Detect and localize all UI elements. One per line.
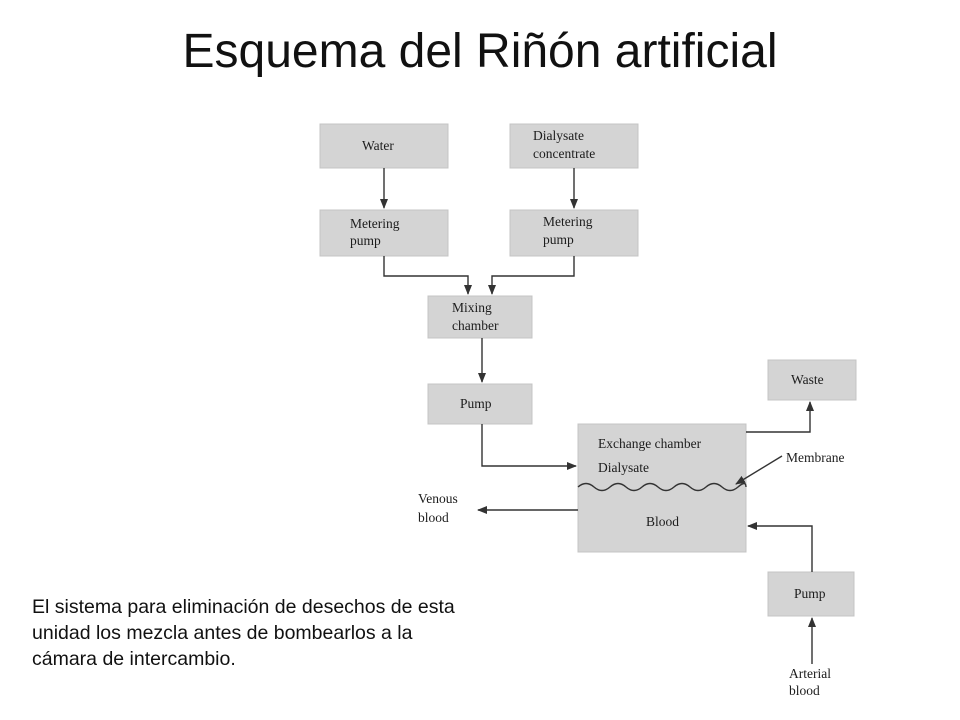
arterial-blood-label-line2: blood [789, 683, 820, 698]
waste-label: Waste [791, 372, 824, 387]
exchange-chamber-label: Exchange chamber [598, 436, 702, 451]
arterial-blood-label-line1: Arterial [789, 666, 831, 681]
venous-blood-label-line1: Venous [418, 491, 458, 506]
caption: El sistema para eliminación de desechos … [32, 594, 622, 672]
metering-pump-right-label-line1: Metering [543, 214, 593, 229]
arrow-pump-to-exchange-blood [747, 522, 813, 572]
water-box: Water [319, 123, 449, 169]
metering-pump-left-label-line1: Metering [350, 216, 400, 231]
pump-bottom-box: Pump [767, 571, 855, 617]
membrane-pointer-line [735, 455, 783, 485]
mixing-chamber-box: Mixing chamber [427, 295, 533, 339]
page-title: Esquema del Riñón artificial [182, 25, 778, 78]
waste-box: Waste [767, 359, 857, 401]
dialysate-concentrate-label-line2: concentrate [533, 146, 595, 161]
arrow-exchange-to-waste [746, 401, 814, 433]
arrow-right-metering-to-mixing [488, 256, 575, 295]
dialysate-concentrate-box: Dialysate concentrate [509, 123, 639, 169]
membrane-label: Membrane [786, 450, 844, 465]
metering-pump-right-label-line2: pump [543, 232, 574, 247]
pump-top-box: Pump [427, 383, 533, 425]
exchange-chamber-box: Exchange chamber Dialysate Blood [577, 423, 747, 553]
venous-blood-label-line2: blood [418, 510, 449, 525]
metering-pump-left-label-line2: pump [350, 233, 381, 248]
water-label: Water [362, 138, 394, 153]
metering-pump-right-box: Metering pump [509, 209, 639, 257]
caption-line-3: cámara de intercambio. [32, 648, 236, 670]
pump-top-label: Pump [460, 396, 492, 411]
mixing-chamber-label-line1: Mixing [452, 300, 492, 315]
arrow-pump-to-exchange [481, 424, 577, 470]
metering-pump-left-box: Metering pump [319, 209, 449, 257]
dialysate-label: Dialysate [598, 460, 649, 475]
membrane-line [577, 482, 747, 492]
dialysate-concentrate-label-line1: Dialysate [533, 128, 584, 143]
caption-line-2: unidad los mezcla antes de bombearlos a … [32, 622, 413, 644]
caption-line-1: El sistema para eliminación de desechos … [32, 596, 455, 618]
arrow-left-metering-to-mixing [383, 256, 472, 295]
mixing-chamber-label-line2: chamber [452, 318, 499, 333]
pump-bottom-label: Pump [794, 586, 826, 601]
blood-label: Blood [646, 514, 679, 529]
